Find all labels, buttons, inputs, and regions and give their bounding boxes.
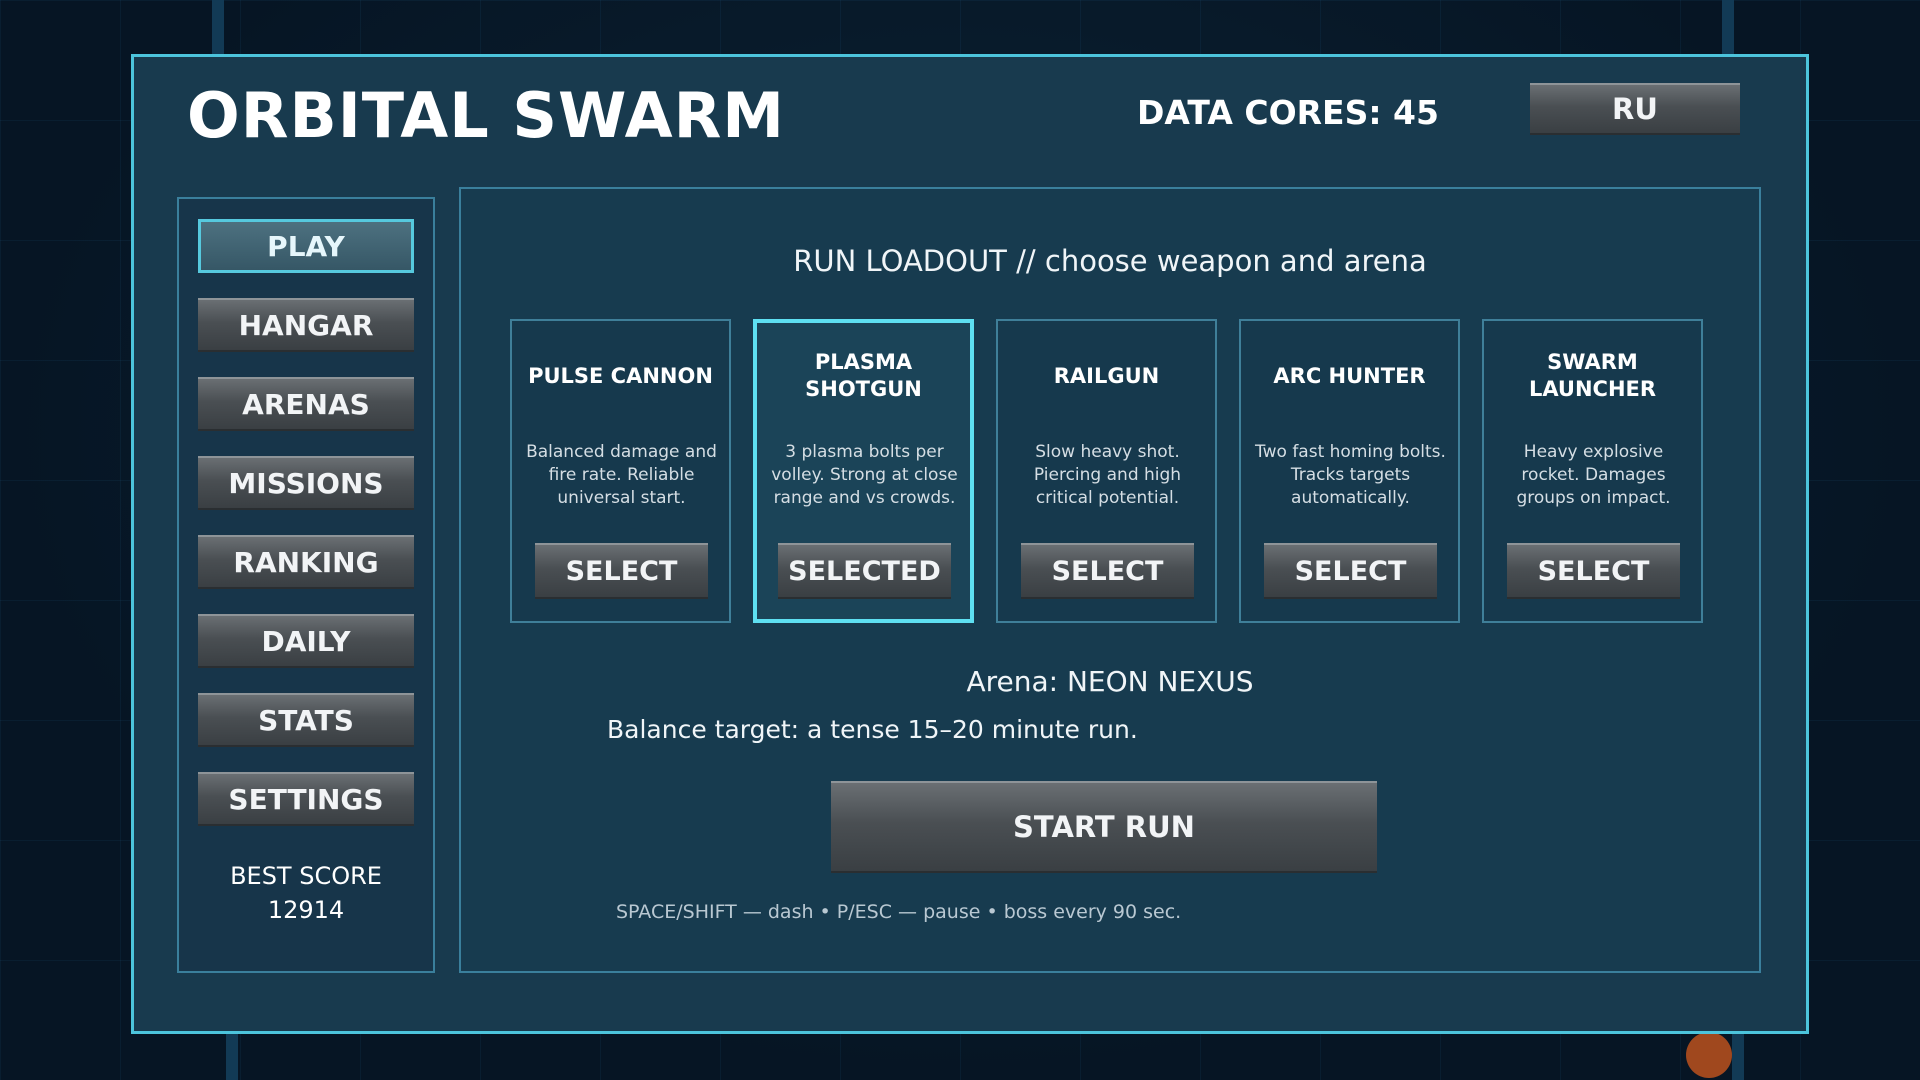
selected-button[interactable]: SELECTED: [778, 543, 951, 599]
weapon-card-arc-hunter[interactable]: ARC HUNTER Two fast homing bolts. Tracks…: [1239, 319, 1460, 623]
loadout-panel: RUN LOADOUT // choose weapon and arena P…: [459, 187, 1761, 973]
weapon-name: PULSE CANNON: [528, 363, 713, 388]
controls-hint: SPACE/SHIFT — dash • P/ESC — pause • bos…: [616, 901, 1182, 923]
loadout-heading: RUN LOADOUT // choose weapon and arena: [793, 244, 1427, 278]
best-score-value: 12914: [267, 896, 345, 924]
sidebar-item-ranking[interactable]: RANKING: [198, 535, 414, 589]
sidebar-item-arenas[interactable]: ARENAS: [198, 377, 414, 431]
background-orb: [1686, 1032, 1732, 1078]
sidebar-item-hangar[interactable]: HANGAR: [198, 298, 414, 352]
weapon-description: 3 plasma bolts per volley. Strong at clo…: [771, 442, 958, 508]
weapon-card-plasma-shotgun[interactable]: PLASMA SHOTGUN 3 plasma bolts per volley…: [753, 319, 974, 623]
weapon-name: SWARM LAUNCHER: [1528, 350, 1657, 401]
sidebar-item-stats[interactable]: STATS: [198, 693, 414, 747]
background-pillar: [1732, 1034, 1744, 1080]
background-pillar: [226, 1034, 238, 1080]
weapon-name: PLASMA SHOTGUN: [805, 350, 922, 401]
weapon-description: Slow heavy shot. Piercing and high criti…: [1033, 442, 1182, 508]
sidebar-item-missions[interactable]: MISSIONS: [198, 456, 414, 510]
select-button[interactable]: SELECT: [535, 543, 708, 599]
weapon-card-swarm-launcher[interactable]: SWARM LAUNCHER Heavy explosive rocket. D…: [1482, 319, 1703, 623]
weapon-card-pulse-cannon[interactable]: PULSE CANNON Balanced damage and fire ra…: [510, 319, 731, 623]
weapon-description: Balanced damage and fire rate. Reliable …: [526, 442, 717, 508]
weapon-description: Heavy explosive rocket. Damages groups o…: [1516, 442, 1671, 508]
start-run-button[interactable]: START RUN: [831, 781, 1377, 873]
best-score-label: BEST SCORE: [230, 862, 382, 890]
weapon-name: RAILGUN: [1053, 363, 1160, 388]
background-pillar: [1722, 0, 1734, 56]
select-button[interactable]: SELECT: [1264, 543, 1437, 599]
language-button[interactable]: RU: [1530, 83, 1740, 135]
select-button[interactable]: SELECT: [1021, 543, 1194, 599]
main-menu-window: ORBITAL SWARM DATA CORES: 45 RU PLAY HAN…: [131, 54, 1809, 1034]
arena-label: Arena: NEON NEXUS: [966, 665, 1254, 698]
data-cores-counter: DATA CORES: 45: [1137, 93, 1439, 132]
sidebar-item-daily[interactable]: DAILY: [198, 614, 414, 668]
weapon-name: ARC HUNTER: [1273, 363, 1426, 388]
game-title: ORBITAL SWARM: [187, 79, 786, 152]
sidebar-item-play[interactable]: PLAY: [198, 219, 414, 273]
sidebar-item-settings[interactable]: SETTINGS: [198, 772, 414, 826]
select-button[interactable]: SELECT: [1507, 543, 1680, 599]
weapon-description: Two fast homing bolts. Tracks targets au…: [1255, 442, 1446, 508]
balance-target-text: Balance target: a tense 15–20 minute run…: [607, 715, 1138, 744]
background-pillar: [212, 0, 224, 56]
weapon-card-railgun[interactable]: RAILGUN Slow heavy shot. Piercing and hi…: [996, 319, 1217, 623]
sidebar-menu: PLAY HANGAR ARENAS MISSIONS RANKING DAIL…: [177, 197, 435, 973]
